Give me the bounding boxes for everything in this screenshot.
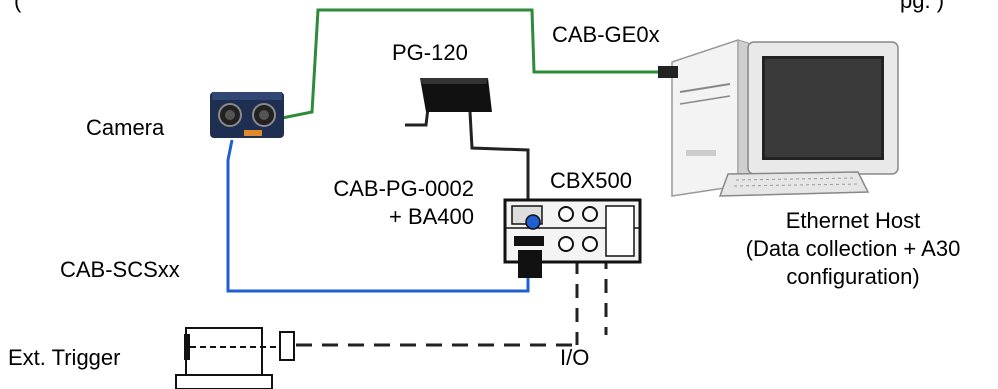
ethernet-cable bbox=[281, 8, 660, 120]
camera-label: Camera bbox=[86, 115, 165, 140]
host-description-line1: (Data collection + A30 bbox=[745, 236, 961, 261]
power-cable bbox=[468, 111, 530, 220]
mains-cord bbox=[405, 107, 430, 127]
ethernet-cable-label: CAB-GE0x bbox=[552, 22, 660, 47]
trigger-device bbox=[175, 327, 295, 389]
host-description-line2: configuration) bbox=[786, 264, 920, 289]
header-fragment-left: ( bbox=[14, 0, 22, 13]
pg120-device bbox=[420, 78, 492, 112]
power-cable-label-line1: CAB-PG-0002 bbox=[333, 176, 474, 201]
host-label: Ethernet Host bbox=[785, 208, 921, 233]
trigger-label: Ext. Trigger bbox=[8, 345, 121, 370]
camera-device bbox=[210, 92, 284, 138]
serial-cable bbox=[226, 139, 530, 293]
host-computer bbox=[658, 38, 899, 197]
cbx500-device bbox=[503, 198, 642, 278]
pg120-label: PG-120 bbox=[392, 40, 468, 65]
cbx500-label: CBX500 bbox=[550, 168, 632, 193]
header-fragment-right: pg. ) bbox=[900, 0, 945, 13]
serial-cable-label: CAB-SCSxx bbox=[60, 257, 180, 282]
io-label: I/O bbox=[560, 345, 590, 370]
power-cable-label-line2: + BA400 bbox=[388, 204, 474, 229]
